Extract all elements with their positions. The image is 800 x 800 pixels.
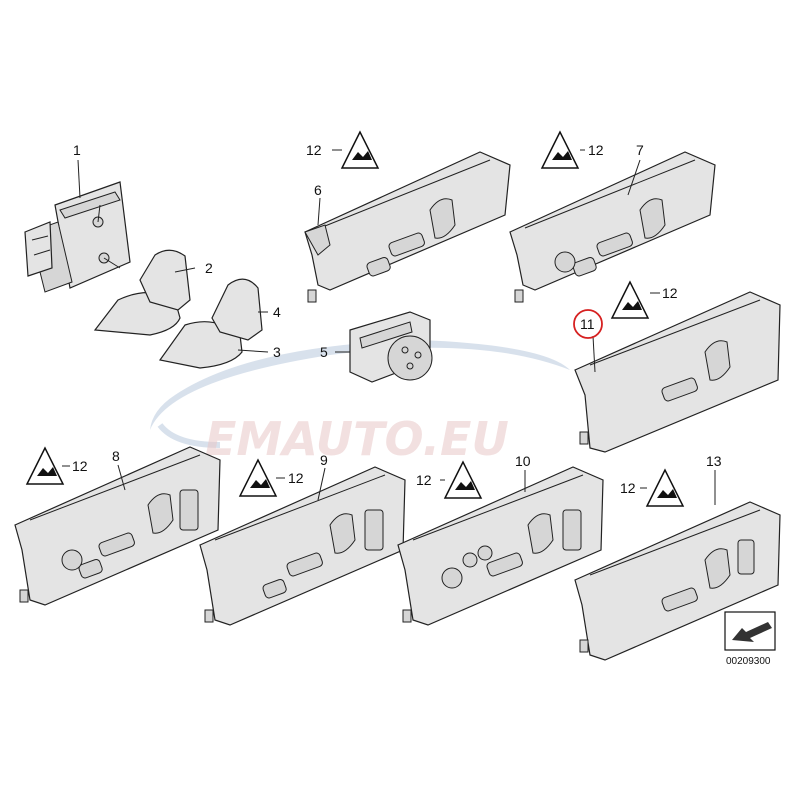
callout-13: 13 xyxy=(706,453,722,469)
part-10-seat-switch xyxy=(397,466,604,626)
callout-12-d: 12 xyxy=(72,458,88,474)
part-2-knob-cap xyxy=(93,249,191,336)
part-13-seat-switch xyxy=(574,501,781,661)
callout-9: 9 xyxy=(320,452,328,468)
callout-6: 6 xyxy=(314,182,322,198)
part-4-knob-cap xyxy=(211,278,263,341)
callout-12-a: 12 xyxy=(306,142,322,158)
part-11-seat-switch xyxy=(574,291,781,453)
part-1-connector xyxy=(24,181,131,293)
callout-2: 2 xyxy=(205,260,213,276)
seat-warning-triangle-icon xyxy=(443,460,483,499)
callout-12-b: 12 xyxy=(588,142,604,158)
seat-warning-triangle-icon xyxy=(25,446,65,485)
leader-lines xyxy=(62,149,716,505)
callout-5: 5 xyxy=(320,344,328,360)
part-3-knob-cap xyxy=(158,321,243,369)
callout-12-g: 12 xyxy=(620,480,636,496)
watermark: EMAUTO.EU xyxy=(150,340,570,466)
part-8-seat-switch xyxy=(14,446,221,606)
callout-11-highlight: 11 xyxy=(573,309,603,339)
seat-warning-triangle-icon xyxy=(540,130,580,169)
part-9-seat-switch xyxy=(199,466,406,626)
watermark-text: EMAUTO.EU xyxy=(205,412,509,466)
seat-warning-triangle-icon xyxy=(238,458,278,497)
callout-10: 10 xyxy=(515,453,531,469)
seat-warning-triangle-icon xyxy=(610,280,650,319)
callout-3: 3 xyxy=(273,344,281,360)
callout-12-c: 12 xyxy=(662,285,678,301)
callout-12-e: 12 xyxy=(288,470,304,486)
diagram-number: 00209300 xyxy=(726,656,771,667)
callout-8: 8 xyxy=(112,448,120,464)
part-7-seat-switch xyxy=(509,151,716,303)
seat-warning-triangle-icon xyxy=(645,468,685,507)
part-6-seat-switch xyxy=(304,151,511,303)
callout-7: 7 xyxy=(636,142,644,158)
callout-1: 1 xyxy=(73,142,81,158)
callout-11: 11 xyxy=(580,316,595,332)
seat-warning-triangle-icon xyxy=(340,130,380,169)
callout-12-f: 12 xyxy=(416,472,432,488)
part-5-rotary-switch xyxy=(349,311,433,383)
callout-4: 4 xyxy=(273,304,281,320)
direction-arrow-icon xyxy=(724,611,776,651)
